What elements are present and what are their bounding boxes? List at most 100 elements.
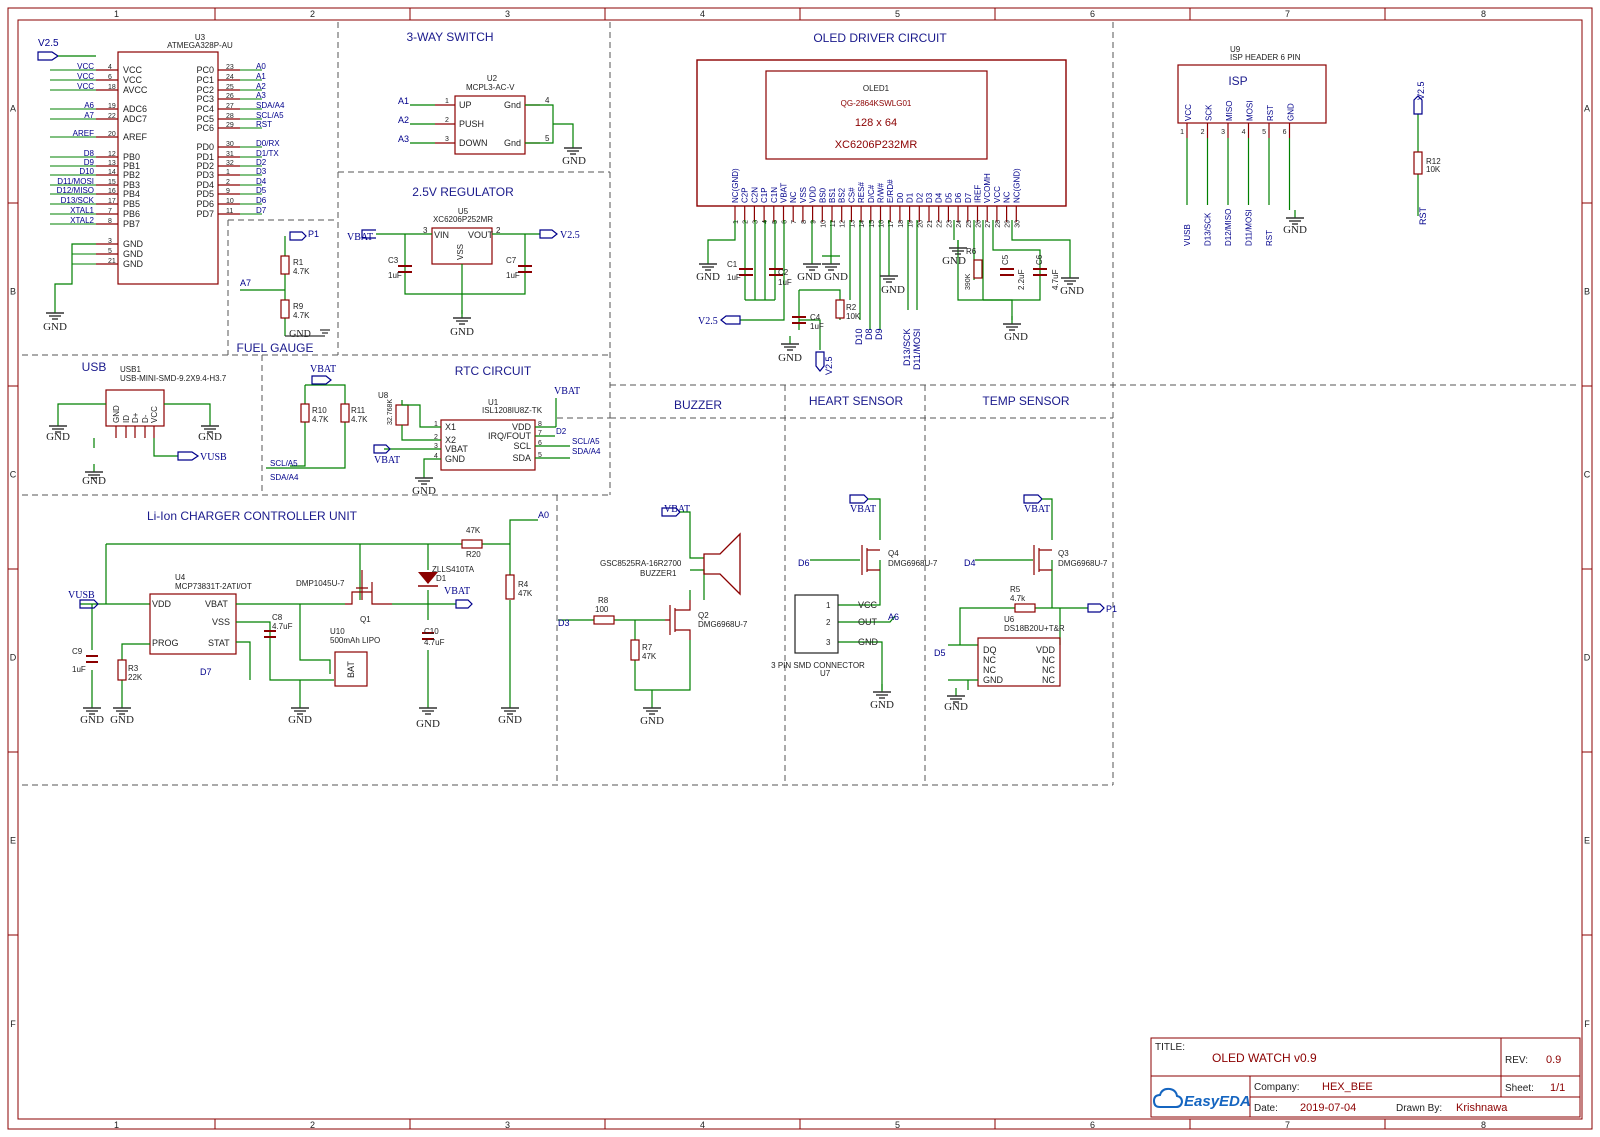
net-label: D9 — [874, 328, 884, 340]
net-label: D12/MISO — [1224, 209, 1233, 246]
gnd-label: GND — [942, 255, 966, 267]
connector-ref: U7 — [820, 669, 831, 678]
pin-number: 3 — [108, 238, 112, 245]
gnd-label: GND — [881, 284, 905, 296]
net-label: D8 — [84, 149, 95, 158]
transistor-ref: Q2 — [698, 611, 709, 620]
sensor-part: DS18B20U+T&R — [1004, 624, 1065, 633]
pin-name: SCL — [513, 441, 531, 451]
section-title-switch: 3-WAY SWITCH — [406, 30, 493, 44]
resistor-ref: R10 — [312, 406, 327, 415]
net-label: RST — [1418, 206, 1428, 225]
gnd-label: GND — [562, 155, 586, 167]
pin-name: DQ — [983, 645, 997, 655]
pin-number: 19 — [908, 220, 915, 228]
resistor-value: 100 — [595, 605, 609, 614]
net-label: D0/RX — [256, 139, 280, 148]
pin-number: 4 — [434, 453, 438, 460]
pin-name: VCC — [123, 65, 143, 75]
pin-name: PC3 — [196, 94, 214, 104]
pin-name: GND — [123, 259, 144, 269]
crystal-value: 32.768K — [387, 399, 394, 425]
pin-name: PROG — [152, 638, 179, 648]
pin-name: BS2 — [838, 187, 847, 203]
net-label: AREF — [73, 129, 94, 138]
reg-ref: U5 — [458, 207, 469, 216]
section-title-rtc: RTC CIRCUIT — [455, 364, 532, 378]
resistor-ref: R4 — [518, 580, 529, 589]
crystal-ref: U8 — [378, 391, 389, 400]
pin-name: PD1 — [196, 152, 214, 162]
ruler-row-label: C — [10, 470, 17, 480]
pin-number: 29 — [1005, 220, 1012, 228]
net-label: D12/MISO — [57, 186, 94, 195]
cap-ref: C8 — [272, 613, 283, 622]
pin-name: VCC — [858, 600, 878, 610]
pin-name: BS0 — [818, 187, 827, 203]
section-title-heart: HEART SENSOR — [809, 394, 904, 408]
net-label: D13/SCK — [902, 328, 912, 366]
cap-value: 4.7uF — [1051, 269, 1060, 290]
isp-ref: U9 — [1230, 45, 1241, 54]
pin-name: VCC — [993, 186, 1002, 203]
pin-name: ADC7 — [123, 114, 147, 124]
pin-name: MOSI — [1246, 101, 1255, 121]
ruler-column-label: 7 — [1285, 9, 1290, 19]
net-label: A2 — [256, 82, 266, 91]
section-title-temp: TEMP SENSOR — [982, 394, 1069, 408]
pin-name: VCC — [1184, 104, 1193, 121]
ruler-column-label: 8 — [1481, 9, 1486, 19]
pin-name: SCK — [1205, 104, 1214, 121]
ruler-column-label: 1 — [114, 1120, 119, 1130]
gnd-label: GND — [870, 699, 894, 711]
oled-resolution: 128 x 64 — [855, 117, 897, 129]
pin-name: VCC — [150, 406, 159, 423]
pin-name: GND — [112, 405, 121, 423]
cap-value: 1uF — [810, 322, 824, 331]
pin-name: D3 — [925, 192, 934, 203]
pin-number: 25 — [966, 220, 973, 228]
pin-name: PD2 — [196, 161, 214, 171]
net-label: A0 — [538, 510, 549, 520]
heart-sensor: VBAT Q4 DMG6968U-7 D6 3 PIN SMD CONNECTO… — [771, 494, 938, 711]
net-label: A3 — [256, 91, 266, 100]
pin-name: PD5 — [196, 189, 214, 199]
pin-name: PB7 — [123, 219, 140, 229]
pin-name: MISO — [1225, 101, 1234, 121]
reg-vin: VIN — [434, 230, 449, 240]
resistor-value: 4.7K — [293, 311, 310, 320]
pin-number: 1 — [226, 169, 230, 176]
pin-number: 27 — [985, 220, 992, 228]
resistor-value: 10K — [846, 312, 861, 321]
pin-number: 4 — [545, 96, 550, 105]
cap-ref: C9 — [72, 647, 83, 656]
net-label: D9 — [84, 158, 95, 167]
pin-number: 1 — [733, 220, 740, 224]
net-label: D5 — [256, 186, 267, 195]
cap-value: 1uF — [506, 271, 520, 280]
pin-name: PB6 — [123, 209, 140, 219]
pin-number: 21 — [927, 220, 934, 228]
net-label: D11/MOSI — [912, 329, 922, 370]
company-value: HEX_BEE — [1322, 1081, 1373, 1093]
pin-name: GND — [858, 637, 879, 647]
section-title-oled: OLED DRIVER CIRCUIT — [813, 31, 947, 45]
pin-name: PB2 — [123, 170, 140, 180]
oled-ref: OLED1 — [863, 84, 890, 93]
pin-number: 26 — [226, 93, 234, 100]
net-label: VCC — [77, 72, 94, 81]
mcu-power-flag-label: V2.5 — [38, 38, 59, 49]
pin-name: NC — [983, 665, 996, 675]
gnd-label: GND — [824, 271, 848, 283]
pin-name: AVCC — [123, 85, 148, 95]
pin-name: PC2 — [196, 85, 214, 95]
ruler-column-label: 5 — [895, 1120, 900, 1130]
pin-number: 16 — [108, 188, 116, 195]
cap-ref: C5 — [1001, 254, 1010, 265]
pin-number: 13 — [849, 220, 856, 228]
charger-circuit: U4 MCP73831T-2ATI/OT VDD VBAT VSS PROG S… — [68, 510, 549, 730]
resistor-ref: R12 — [1426, 157, 1441, 166]
pin-name: NC(GND) — [731, 168, 740, 203]
pin-name: PD4 — [196, 180, 214, 190]
